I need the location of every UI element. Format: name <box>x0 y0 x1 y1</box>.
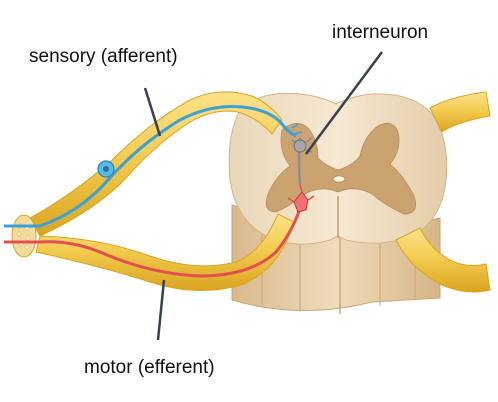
sensory-leader-line <box>143 87 162 137</box>
motor-neuron <box>4 183 315 278</box>
right-spinal-nerve <box>395 91 491 293</box>
spinal-cord-cross-section <box>228 92 448 245</box>
dorsal-root <box>29 91 283 237</box>
leader-lines <box>143 51 384 341</box>
sensory-neuron <box>4 105 303 228</box>
motor-leader-line <box>156 279 166 341</box>
interneuron-label: interneuron <box>332 22 429 43</box>
sensory-afferent-label: sensory (afferent) <box>29 46 178 67</box>
central-canal <box>332 175 346 183</box>
motor-efferent-label: motor (efferent) <box>84 357 215 378</box>
motor-neuron-cell-body-icon <box>293 191 309 213</box>
interneuron-leader-line <box>304 51 384 155</box>
spinal-nerve-cut-end <box>11 214 37 258</box>
interneuron-cell-body-icon <box>293 139 307 153</box>
